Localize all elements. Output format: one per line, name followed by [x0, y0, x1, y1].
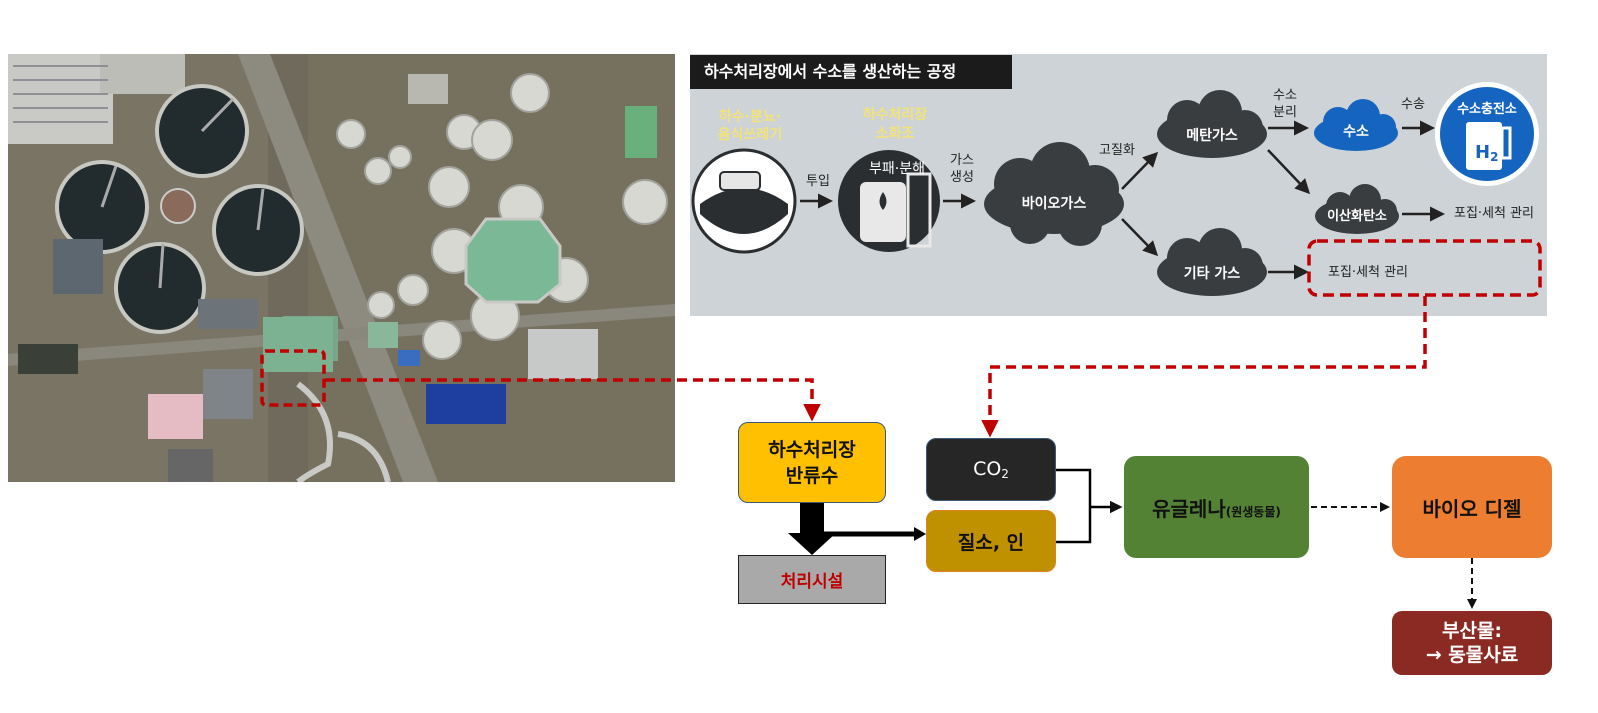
hydrogen-cloud [1314, 99, 1398, 151]
highlight-capture-box [1307, 239, 1542, 297]
refine-label: 고질화 [1099, 143, 1135, 158]
other-gas-label: 기타 가스 [1183, 266, 1241, 282]
sewage-line-2: 반류수 [785, 464, 839, 487]
merge-bracket [1056, 468, 1092, 544]
co2-cloud-label: 이산화탄소 [1327, 209, 1387, 224]
methane-cloud [1157, 90, 1267, 158]
h2-symbol: H2 [1475, 142, 1499, 165]
treatment-facility-box: 처리시설 [738, 555, 886, 604]
treatment-label: 처리시설 [780, 572, 844, 592]
input-label-1: 하수·분뇨· [718, 109, 782, 125]
infographic-to-co2-connector [981, 296, 1427, 438]
byproduct-line-1: 부산물: [1441, 620, 1503, 642]
down-arrow-head [788, 533, 836, 555]
biogas-cloud [984, 142, 1124, 246]
arrow-label-input: 투입 [806, 174, 830, 189]
down-arrow-shaft [800, 503, 824, 535]
byproduct-line-2: → 동물사료 [1425, 644, 1519, 666]
tank-label-2: 소화조 [875, 126, 915, 142]
h2-separation-2: 분리 [1273, 105, 1297, 120]
infographic-title: 하수처리장에서 수소를 생산하는 공정 [690, 55, 1012, 89]
arrow-label-gas-1: 가스 [950, 153, 974, 168]
capture-label-1: 포집·세척 관리 [1453, 206, 1535, 221]
sewage-line-1: 하수처리장 [768, 438, 856, 461]
euglena-label: 유글레나 [1152, 496, 1226, 521]
other-gas-cloud [1157, 228, 1267, 296]
euglena-sublabel: (원생동물) [1225, 504, 1281, 519]
tank-label-1: 하수처리장 [862, 107, 928, 123]
nitrogen-phosphorus-box: 질소, 인 [926, 510, 1056, 572]
nutrients-label: 질소, 인 [957, 531, 1025, 554]
station-label: 수소충전소 [1457, 102, 1517, 117]
h2-separation-1: 수소 [1273, 88, 1297, 103]
aerial-photo [8, 54, 675, 482]
biodiesel-label: 바이오 디젤 [1422, 496, 1522, 521]
co2-label: CO2 [973, 458, 1009, 481]
co2-cloud [1315, 184, 1399, 234]
hydrogen-label: 수소 [1343, 124, 1369, 140]
clarifier-tanks [55, 84, 304, 334]
infographic-graphics [691, 82, 1542, 297]
transport-label: 수송 [1401, 97, 1425, 112]
biogas-label: 바이오가스 [1021, 196, 1087, 212]
photo-to-sewage-connector [325, 378, 821, 422]
tank-inner-label: 부패·분해 [869, 161, 925, 177]
capture-label-2: 포집·세척 관리 [1327, 265, 1409, 280]
input-label-2: 음식쓰레기 [717, 127, 783, 143]
byproduct-box: 부산물: → 동물사료 [1392, 611, 1552, 675]
arrow-label-gas-2: 생성 [950, 170, 974, 185]
co2-box: CO2 [926, 438, 1056, 501]
methane-label: 메탄가스 [1186, 128, 1238, 144]
biodiesel-box: 바이오 디젤 [1392, 456, 1552, 558]
euglena-box: 유글레나(원생동물) [1124, 456, 1309, 558]
